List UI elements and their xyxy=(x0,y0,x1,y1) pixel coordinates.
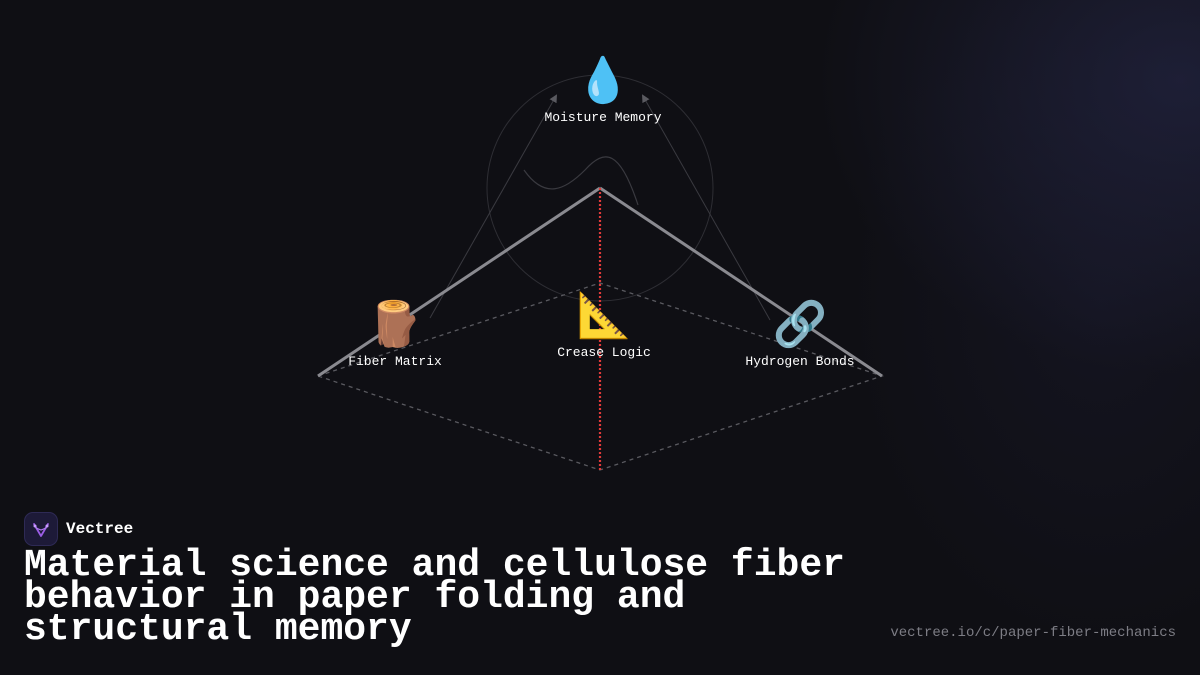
node-crease-logic: 📐 Crease Logic xyxy=(557,290,651,361)
source-url: vectree.io/c/paper-fiber-mechanics xyxy=(890,625,1176,641)
node-hydrogen-bonds: 🔗 Hydrogen Bonds xyxy=(745,299,855,370)
arrow-hydrogen-to-moisture xyxy=(642,94,771,321)
page-title: Material science and cellulose fiber beh… xyxy=(24,544,845,651)
moisture-wave xyxy=(523,156,639,206)
brand: Vectree xyxy=(24,512,133,546)
node-moisture-memory: 💧 Moisture Memory xyxy=(544,55,662,126)
node-fiber-matrix: 🪵 Fiber Matrix xyxy=(348,299,442,370)
link-icon: 🔗 xyxy=(772,299,828,350)
node-label: Hydrogen Bonds xyxy=(745,354,855,369)
node-label: Crease Logic xyxy=(557,345,651,360)
triangular-ruler-icon: 📐 xyxy=(576,290,632,341)
node-label: Fiber Matrix xyxy=(348,354,442,369)
fold-line-left xyxy=(317,186,601,378)
arrow-fiber-to-moisture xyxy=(429,94,557,319)
brand-name: Vectree xyxy=(66,520,134,538)
fold-line-right xyxy=(599,186,883,378)
water-drop-icon: 💧 xyxy=(575,55,631,106)
vectree-logo-icon xyxy=(24,512,58,546)
wood-log-icon: 🪵 xyxy=(367,299,423,350)
node-label: Moisture Memory xyxy=(544,110,662,125)
